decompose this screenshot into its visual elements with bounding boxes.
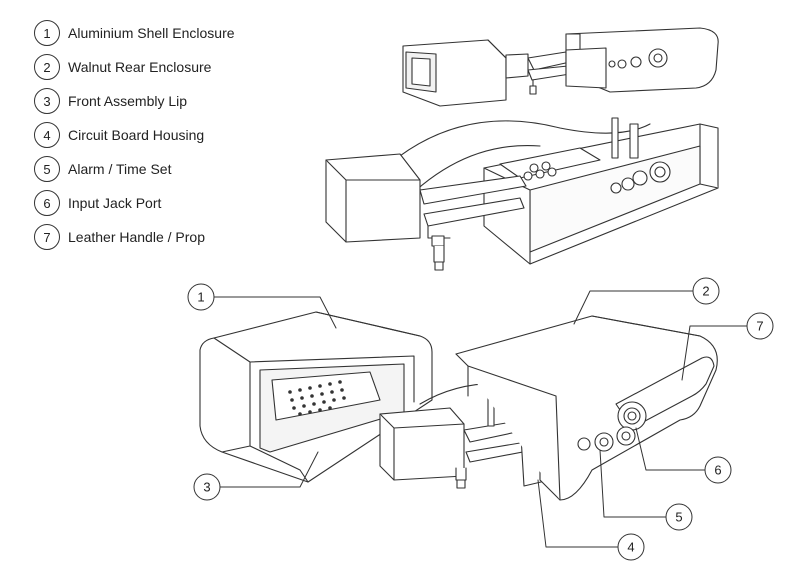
small-exploded-view xyxy=(402,27,719,107)
callout-number: 6 xyxy=(714,463,721,478)
legend-number: 7 xyxy=(34,224,60,250)
callout-number: 1 xyxy=(197,290,204,305)
legend-label: Aluminium Shell Enclosure xyxy=(68,25,235,41)
legend-number: 5 xyxy=(34,156,60,182)
small-board-housing xyxy=(505,51,571,95)
legend-item-2: 2 Walnut Rear Enclosure xyxy=(34,50,235,84)
large-side-jacks xyxy=(577,426,636,452)
legend-item-7: 7 Leather Handle / Prop xyxy=(34,220,235,254)
legend-item-4: 4 Circuit Board Housing xyxy=(34,118,235,152)
legend-item-6: 6 Input Jack Port xyxy=(34,186,235,220)
callout-3: 3 xyxy=(193,451,319,501)
large-leather-handle xyxy=(615,356,715,431)
small-aluminium-shell xyxy=(402,39,507,107)
callout-5: 5 xyxy=(599,449,693,531)
callout-number: 7 xyxy=(756,319,763,334)
large-walnut-enclosure xyxy=(455,315,718,501)
legend-item-1: 1 Aluminium Shell Enclosure xyxy=(34,16,235,50)
callout-4: 4 xyxy=(537,479,645,561)
callout-1: 1 xyxy=(187,283,337,329)
parts-legend: 1 Aluminium Shell Enclosure 2 Walnut Rea… xyxy=(34,16,235,254)
legend-number: 3 xyxy=(34,88,60,114)
legend-number: 2 xyxy=(34,54,60,80)
callout-7: 7 xyxy=(681,312,774,381)
mid-struts xyxy=(419,175,527,271)
legend-item-5: 5 Alarm / Time Set xyxy=(34,152,235,186)
callouts: 1 2 3 4 5 6 7 xyxy=(187,277,774,561)
legend-number: 6 xyxy=(34,190,60,216)
legend-label: Walnut Rear Enclosure xyxy=(68,59,212,75)
mid-walnut-enclosure xyxy=(483,123,719,265)
mid-board-components xyxy=(499,117,639,181)
legend-label: Input Jack Port xyxy=(68,195,162,211)
mid-side-jacks xyxy=(610,161,671,194)
callout-number: 4 xyxy=(627,540,634,555)
legend-item-3: 3 Front Assembly Lip xyxy=(34,84,235,118)
legend-label: Circuit Board Housing xyxy=(68,127,205,143)
legend-number: 1 xyxy=(34,20,60,46)
legend-number: 4 xyxy=(34,122,60,148)
callout-number: 2 xyxy=(702,284,709,299)
callout-6: 6 xyxy=(635,427,732,484)
legend-label: Alarm / Time Set xyxy=(68,161,172,177)
legend-label: Front Assembly Lip xyxy=(68,93,188,109)
callout-number: 3 xyxy=(203,480,210,495)
mid-front-lip xyxy=(325,153,421,243)
mid-cutaway-view xyxy=(325,117,719,271)
large-aluminium-shell xyxy=(199,311,433,483)
large-front-lip xyxy=(379,407,465,481)
small-walnut-enclosure xyxy=(565,27,719,93)
large-exploded-view xyxy=(199,311,718,501)
callout-number: 5 xyxy=(675,510,682,525)
callout-2: 2 xyxy=(573,277,720,325)
legend-label: Leather Handle / Prop xyxy=(68,229,205,245)
speaker-grille-dots xyxy=(288,380,346,416)
